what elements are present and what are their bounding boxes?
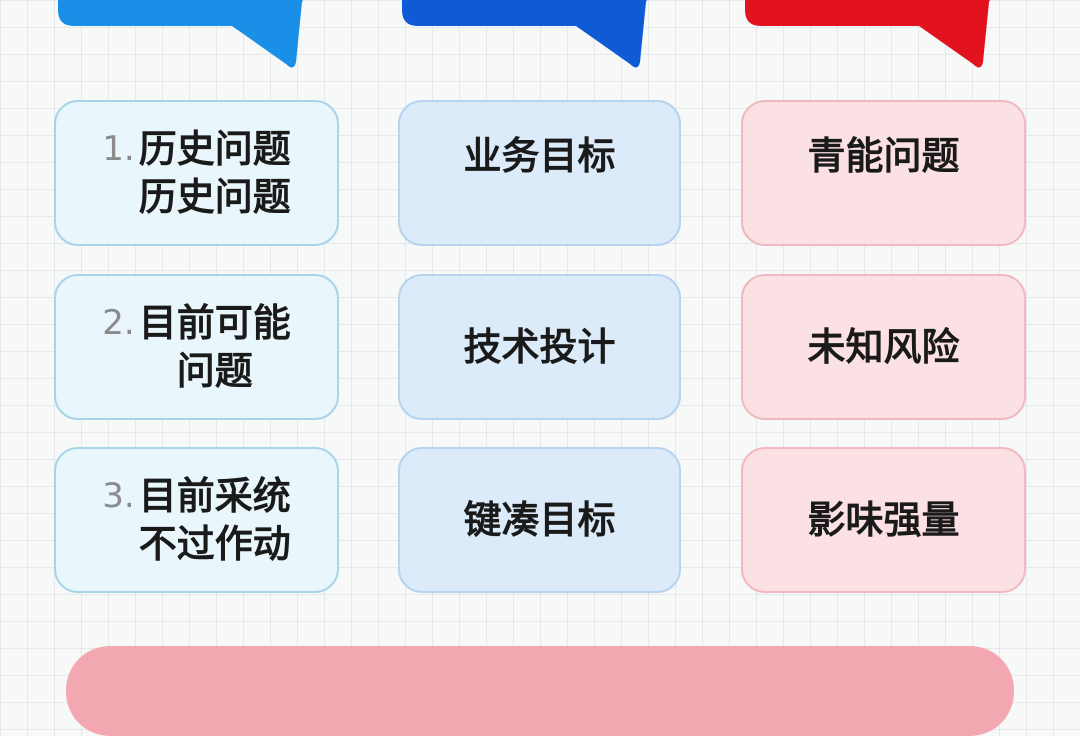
item-line1: 目前可能: [138, 301, 291, 345]
card-label: 技术投计: [463, 325, 616, 369]
col1-card-2-content: 2. 目前可能 问题: [102, 299, 290, 395]
card-label: 键凑目标: [463, 498, 616, 542]
col2-card-1: 业务目标: [398, 100, 681, 246]
item-text: 目前采统 不过作动: [139, 472, 291, 568]
col3-card-3: 影味强量: [741, 447, 1026, 593]
arrow-shape-col2: [402, 0, 647, 68]
col1-card-3: 3. 目前采统 不过作动: [54, 447, 339, 593]
item-number: 3.: [102, 476, 135, 516]
col2-card-3: 键凑目标: [398, 447, 681, 593]
col3-card-2: 未知风险: [741, 274, 1026, 420]
item-text: 历史问题 历史问题: [139, 125, 291, 221]
col2-card-2: 技术投计: [398, 274, 681, 420]
item-text: 目前可能 问题: [139, 299, 291, 395]
item-line2: 问题: [176, 349, 253, 393]
item-number: 1.: [102, 129, 135, 169]
bottom-summary-bar: [66, 646, 1014, 736]
item-line1: 历史问题: [138, 127, 291, 171]
item-line2: 不过作动: [138, 522, 291, 566]
card-label: 影味强量: [807, 498, 960, 542]
arrow-shape-col1: [58, 0, 303, 68]
item-line1: 目前采统: [138, 474, 291, 518]
col1-card-2: 2. 目前可能 问题: [54, 274, 339, 420]
card-label: 未知风险: [807, 325, 960, 369]
item-number: 2.: [102, 303, 135, 343]
card-label: 业务目标: [463, 134, 616, 178]
col3-card-1: 青能问题: [741, 100, 1026, 246]
col1-card-1: 1. 历史问题 历史问题: [54, 100, 339, 246]
arrow-shape-col3: [745, 0, 990, 68]
col1-card-1-content: 1. 历史问题 历史问题: [102, 125, 290, 221]
item-line2: 历史问题: [138, 175, 291, 219]
col1-card-3-content: 3. 目前采统 不过作动: [102, 472, 290, 568]
card-label: 青能问题: [807, 134, 960, 178]
